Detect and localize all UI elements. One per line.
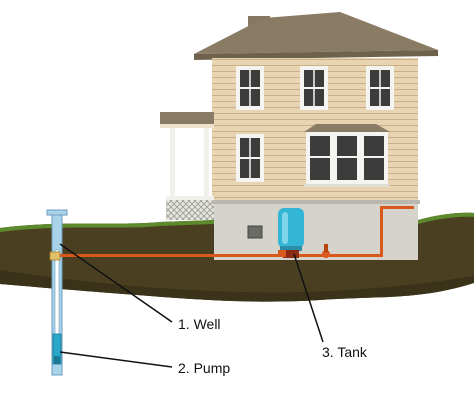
pipe-right-vertical [380, 208, 383, 256]
pump-motor [54, 356, 60, 364]
foundation [214, 202, 418, 260]
porch-railing [166, 196, 214, 200]
porch-post [204, 128, 209, 200]
porch-lattice [166, 200, 214, 220]
foundation-top [212, 200, 420, 204]
upper-window-middle [300, 66, 328, 110]
bay-window [304, 124, 390, 187]
roof-eave [194, 50, 438, 60]
grass-strip [0, 220, 214, 232]
label-pump: 2. Pump [178, 360, 231, 376]
callout-line-pump [59, 351, 173, 368]
pressure-tank [278, 208, 304, 258]
pipe-basement [296, 254, 383, 257]
porch-roof [160, 112, 214, 126]
grass-strip-right [418, 212, 474, 224]
valve-stem [324, 244, 328, 252]
well-cap [46, 209, 68, 216]
porch-post [170, 128, 175, 200]
callout-line-well [59, 243, 173, 323]
well [46, 209, 68, 376]
label-well: 1. Well [178, 316, 221, 332]
house [160, 12, 438, 260]
pitless-adapter [49, 251, 61, 261]
lower-window-left [236, 134, 264, 182]
supply-pipe-join [278, 250, 286, 257]
upper-window-left [236, 66, 264, 110]
upper-window-right [366, 66, 394, 110]
soil-shadow [0, 270, 474, 302]
label-tank: 3. Tank [322, 344, 367, 360]
callout-line-tank [293, 253, 324, 343]
porch-fascia [160, 124, 214, 128]
supply-pipe [60, 254, 280, 257]
well-drop-pipe [54, 249, 60, 336]
pipe-right-top [380, 206, 414, 209]
roof [194, 12, 438, 54]
electrical-box [247, 225, 263, 239]
